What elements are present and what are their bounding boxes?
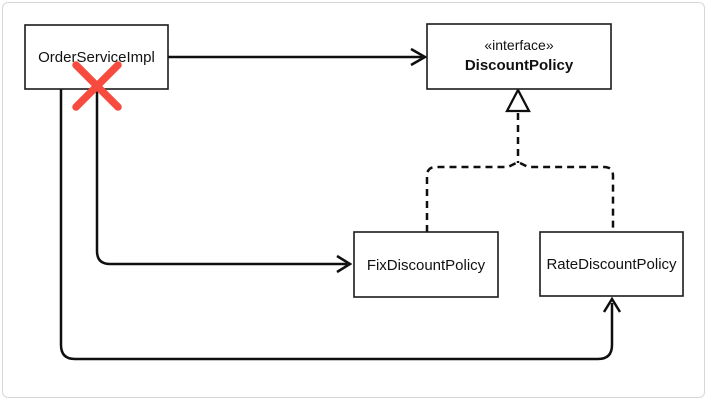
node-label-fix-discount-policy: FixDiscountPolicy	[367, 257, 486, 274]
open-arrowhead-icon	[336, 254, 353, 274]
node-order-service-impl: OrderServiceImpl	[24, 24, 169, 90]
node-label-rate-discount-policy: RateDiscountPolicy	[546, 256, 677, 273]
node-stereotype-discount-policy: «interface»	[484, 37, 553, 53]
node-discount-policy: «interface» DiscountPolicy	[426, 23, 612, 90]
node-label-order-service-impl: OrderServiceImpl	[38, 49, 155, 66]
node-rate-discount-policy: RateDiscountPolicy	[539, 231, 684, 297]
open-arrowhead-icon	[410, 47, 428, 67]
edge-orderserviceimpl-to-discountpolicy	[168, 47, 428, 67]
node-label-discount-policy: DiscountPolicy	[465, 57, 574, 74]
edge-orderserviceimpl-to-fixdiscountpolicy	[95, 89, 353, 274]
edge-orderserviceimpl-to-ratediscountpolicy	[59, 89, 622, 361]
node-fix-discount-policy: FixDiscountPolicy	[353, 231, 499, 298]
dependency-cross-icon	[72, 61, 122, 111]
open-arrowhead-icon	[602, 296, 622, 313]
edge-realization-branch	[425, 87, 615, 232]
hollow-triangle-arrowhead-icon	[505, 87, 531, 113]
